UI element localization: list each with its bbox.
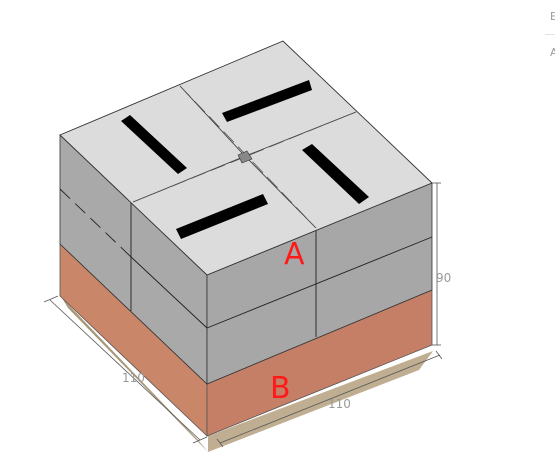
slot-back-left [121,115,187,174]
edge-divider [545,34,555,35]
slot-front-left [176,194,268,239]
center-notch [237,150,253,164]
box-divider-lines [59,188,433,337]
dimension-lines [43,182,443,448]
edge-fragment-bottom: A [550,46,555,59]
handle-slots [121,80,369,239]
label-upper-load: A [284,237,305,272]
depth-dimension: 110 [122,371,145,385]
slot-front-right [302,144,369,204]
width-dimension: 110 [328,397,351,411]
height-dimension: 90 [436,271,451,285]
pallet-front-face [208,351,433,452]
edge-fragment-top: E [550,10,555,23]
label-lower-load: B [270,371,291,406]
slot-back-right [222,80,312,122]
